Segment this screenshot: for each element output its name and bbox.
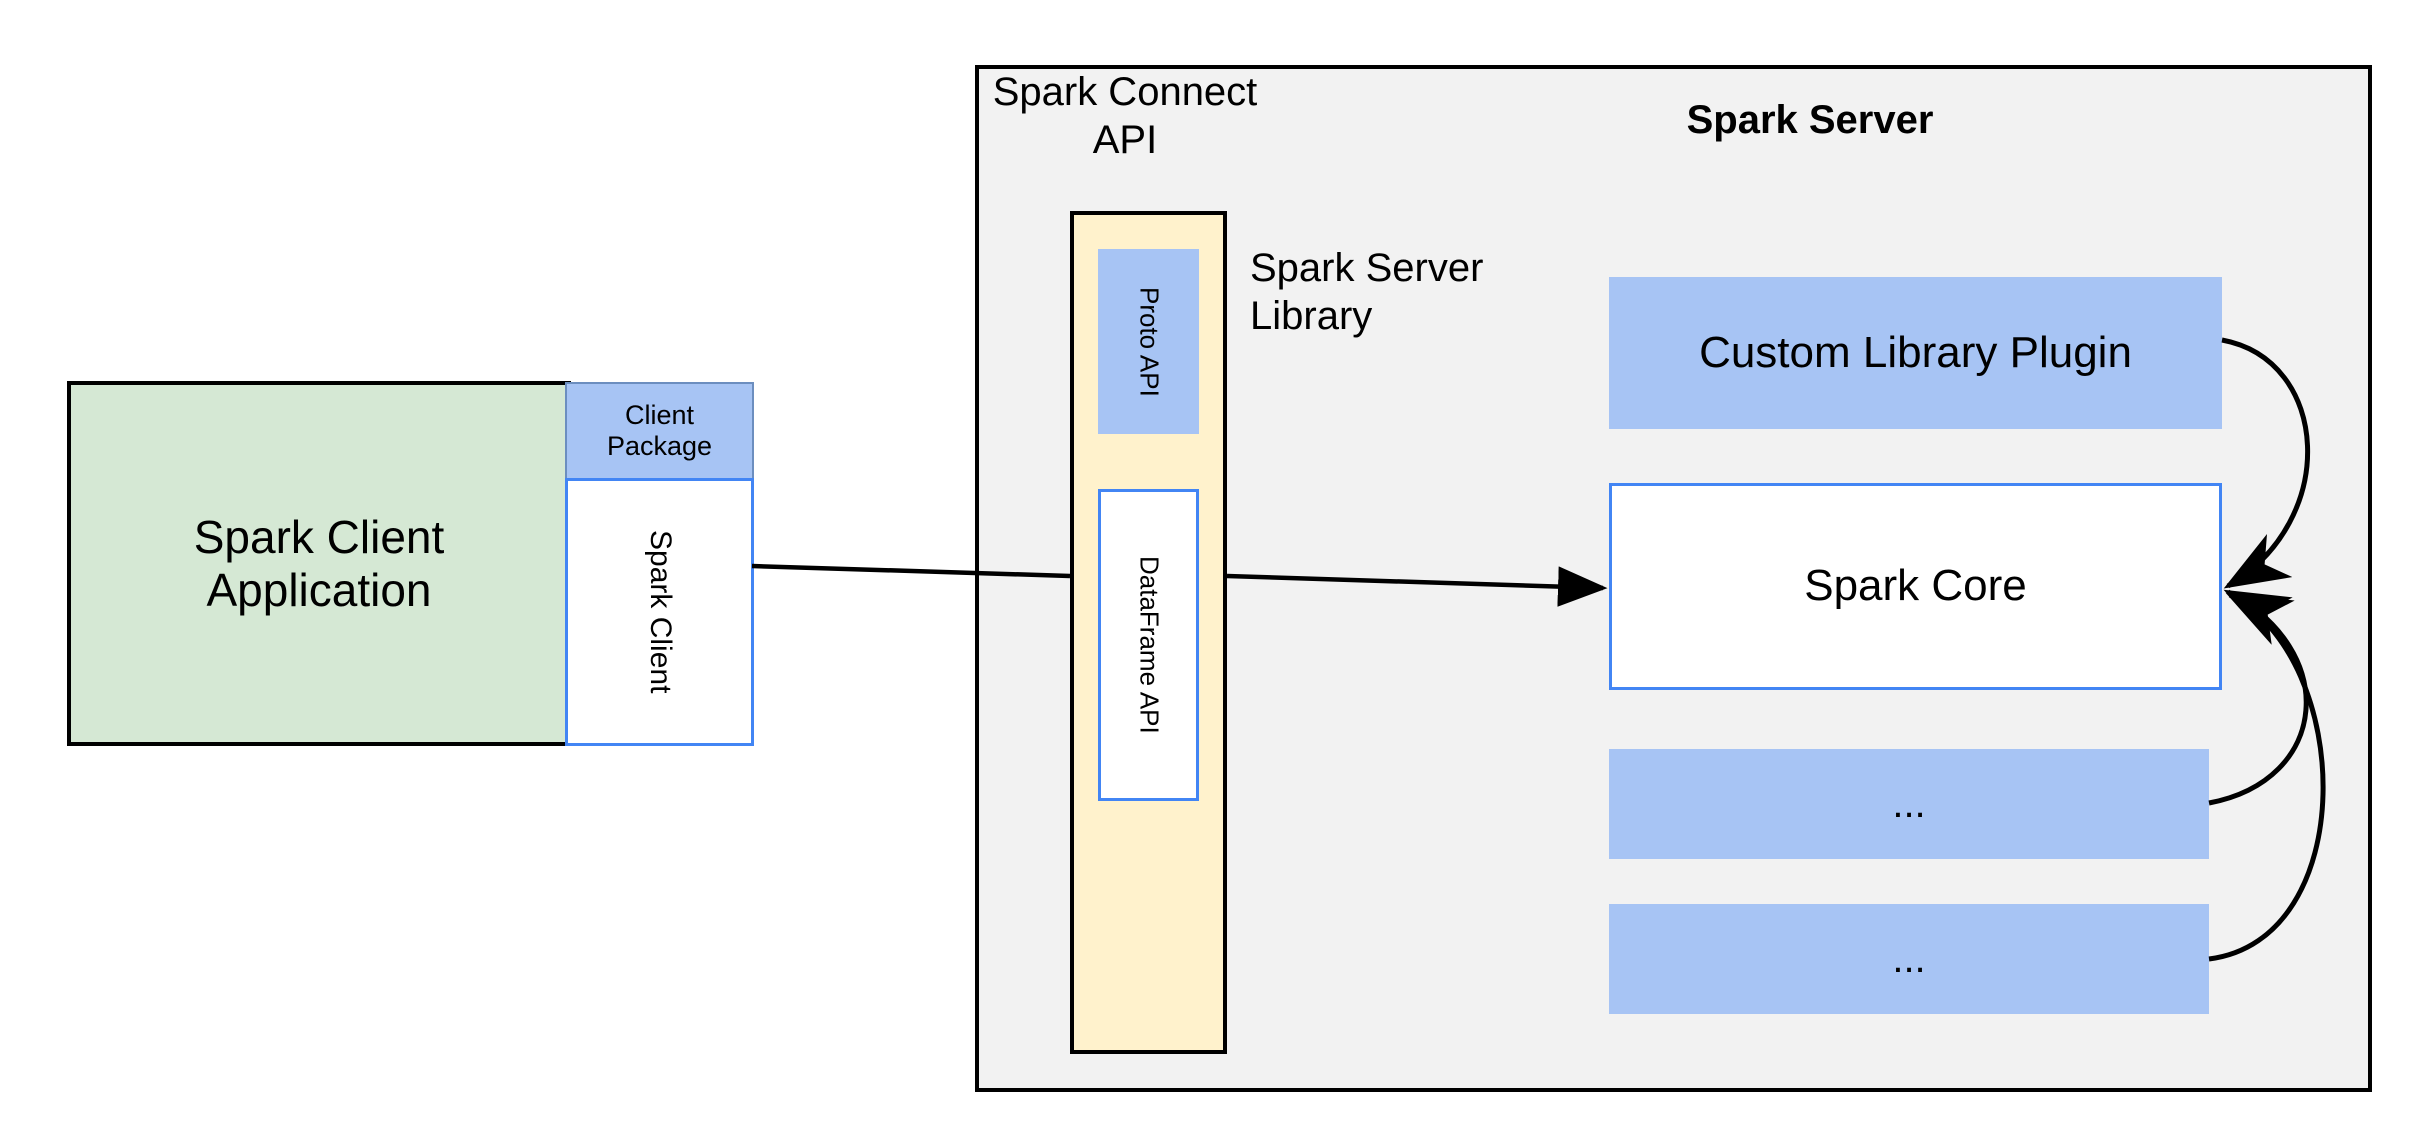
spark-core-label: Spark Core: [1804, 561, 2027, 611]
client-package-box[interactable]: Client Package: [565, 382, 754, 478]
ellipsis-box-2-label: ...: [1892, 937, 1926, 981]
spark-server-library-label-line2: Library: [1250, 294, 1373, 338]
spark-core-box[interactable]: Spark Core: [1609, 483, 2222, 690]
ellipsis-box-2[interactable]: ...: [1609, 904, 2209, 1014]
spark-client-application-label-line1: Spark Client: [193, 510, 445, 563]
spark-client-application-label: Spark Client Application: [184, 511, 455, 617]
client-package-label: Client Package: [607, 400, 712, 462]
spark-connect-api-label: Spark Connect API: [960, 68, 1290, 164]
spark-client-label: Spark Client: [643, 530, 677, 694]
spark-client-application-box[interactable]: Spark Client Application: [67, 381, 571, 746]
client-package-label-line1: Client: [624, 399, 694, 430]
spark-client-box[interactable]: Spark Client: [565, 478, 754, 746]
dataframe-api-label: DataFrame API: [1134, 556, 1165, 734]
dataframe-api-box[interactable]: DataFrame API: [1098, 489, 1199, 801]
client-package-label-line2: Package: [606, 431, 713, 461]
proto-api-box[interactable]: Proto API: [1098, 249, 1199, 434]
ellipsis-box-1[interactable]: ...: [1609, 749, 2209, 859]
custom-library-plugin-label: Custom Library Plugin: [1699, 327, 2132, 377]
ellipsis-box-1-label: ...: [1892, 782, 1926, 826]
spark-server-title: Spark Server: [1686, 98, 1934, 142]
proto-api-label: Proto API: [1134, 286, 1165, 397]
custom-library-plugin-box[interactable]: Custom Library Plugin: [1609, 277, 2222, 429]
spark-connect-api-label-line2: API: [1092, 118, 1158, 162]
spark-connect-api-label-line1: Spark Connect: [992, 70, 1258, 114]
spark-server-library-label-line1: Spark Server: [1250, 246, 1484, 290]
spark-client-application-label-line2: Application: [206, 563, 432, 616]
spark-server-library-label: Spark Server Library: [1250, 244, 1580, 340]
